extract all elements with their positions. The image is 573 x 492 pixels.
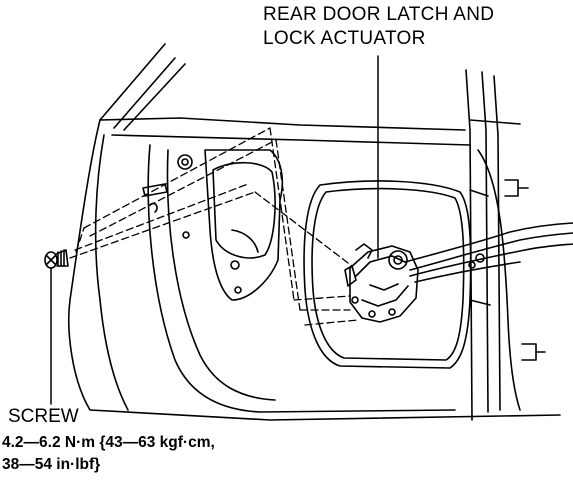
screw-icon: [44, 249, 69, 269]
door-clips: [504, 179, 546, 361]
actuator-label-line2: LOCK ACTUATOR: [263, 28, 426, 49]
service-opening: [303, 180, 491, 369]
door-inner-panel: [142, 144, 456, 413]
door-frame: [99, 43, 521, 421]
torque-spec-line1: 4.2—6.2 N·m {43—63 kgf·cm,: [2, 434, 215, 451]
leader-lines: [50, 55, 379, 405]
latch-actuator: [344, 243, 419, 323]
screw-label: SCREW: [8, 406, 79, 427]
torque-spec-line2: 38—54 in·lbf}: [2, 456, 101, 473]
latch-cables: [404, 222, 573, 283]
door-outer-panel: [68, 117, 561, 421]
alignment-lines: [69, 127, 359, 326]
actuator-label-line1: REAR DOOR LATCH AND: [263, 4, 495, 25]
